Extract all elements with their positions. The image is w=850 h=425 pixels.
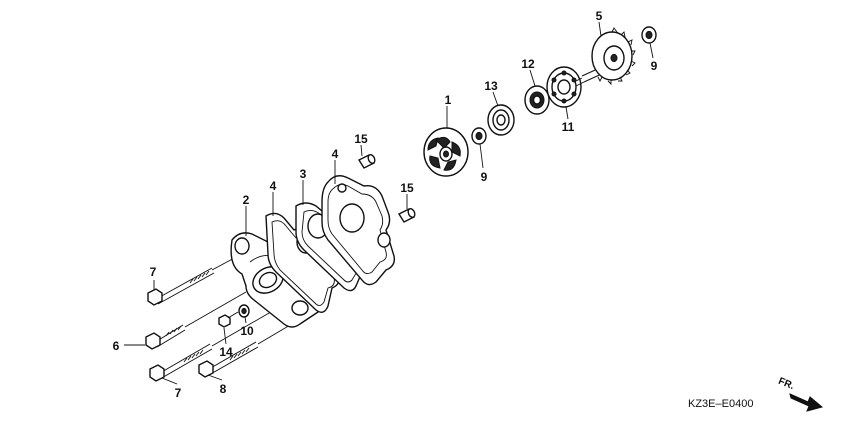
bolt-14 — [218, 311, 239, 328]
gasket-4-rear — [321, 175, 396, 286]
callout-4-front: 4 — [270, 179, 277, 193]
callout-9-right: 9 — [651, 59, 658, 73]
leader-bolt-6 — [184, 291, 247, 328]
callout-labels: 1 2 3 4 4 5 6 7 7 8 9 9 10 11 12 13 14 1… — [113, 9, 658, 400]
diagram-code: KZ3E–E0400 — [688, 398, 753, 410]
callout-5: 5 — [596, 9, 603, 23]
callout-9-middle: 9 — [481, 170, 488, 184]
washer-10 — [238, 304, 250, 318]
dowel-pin-15-lower — [397, 208, 416, 223]
callout-6: 6 — [113, 339, 120, 353]
callout-14: 14 — [219, 345, 233, 359]
bolt-8 — [198, 341, 259, 378]
bearing-11 — [546, 66, 582, 108]
callout-10: 10 — [240, 324, 254, 338]
callout-3: 3 — [300, 167, 307, 181]
callout-2: 2 — [243, 193, 250, 207]
dowel-pin-15-upper — [357, 154, 376, 169]
direction-label: FR. — [777, 376, 796, 392]
front-direction-arrow-icon: FR. — [777, 376, 824, 412]
callout-4-rear: 4 — [332, 147, 339, 161]
callout-15-lower: 15 — [400, 181, 414, 195]
gear-teeth — [591, 27, 636, 86]
callout-7-upper: 7 — [150, 265, 157, 279]
seal-12 — [524, 85, 550, 115]
callout-15-upper: 15 — [354, 132, 368, 146]
bolt-7-lower — [149, 343, 213, 382]
seal-13 — [487, 104, 515, 136]
callout-12: 12 — [521, 57, 535, 71]
callout-13: 13 — [484, 79, 498, 93]
impeller-1 — [423, 127, 469, 177]
leader-bolt-7-lower — [211, 308, 277, 347]
callout-8: 8 — [220, 382, 227, 396]
pump-shaft-gear-5 — [573, 27, 636, 87]
callout-1: 1 — [445, 93, 452, 107]
washer-9-middle — [471, 127, 487, 145]
bolt-7-upper — [147, 267, 215, 306]
callout-7-lower: 7 — [175, 386, 182, 400]
bolt-6 — [145, 324, 186, 350]
callout-11: 11 — [562, 120, 575, 134]
leader-lines — [124, 21, 654, 385]
washer-9-right — [641, 26, 657, 44]
